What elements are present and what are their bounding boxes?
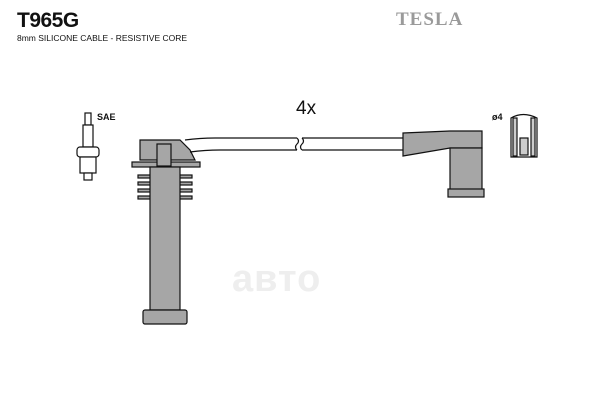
cable: [184, 137, 403, 153]
spark-plug-icon: [76, 112, 100, 181]
part-number: T965G: [17, 9, 79, 32]
terminal-diameter-label: ø4: [492, 112, 503, 122]
plug-boot: [402, 130, 485, 198]
brand-logo: TESLA: [396, 9, 464, 30]
coil-boot: [131, 139, 201, 325]
quantity-label: 4x: [296, 98, 317, 119]
plug-standard-label: SAE: [97, 112, 116, 122]
terminal-icon: [510, 113, 538, 158]
product-description: 8mm SILICONE CABLE - RESISTIVE CORE: [17, 33, 188, 43]
watermark: авто: [232, 258, 322, 300]
